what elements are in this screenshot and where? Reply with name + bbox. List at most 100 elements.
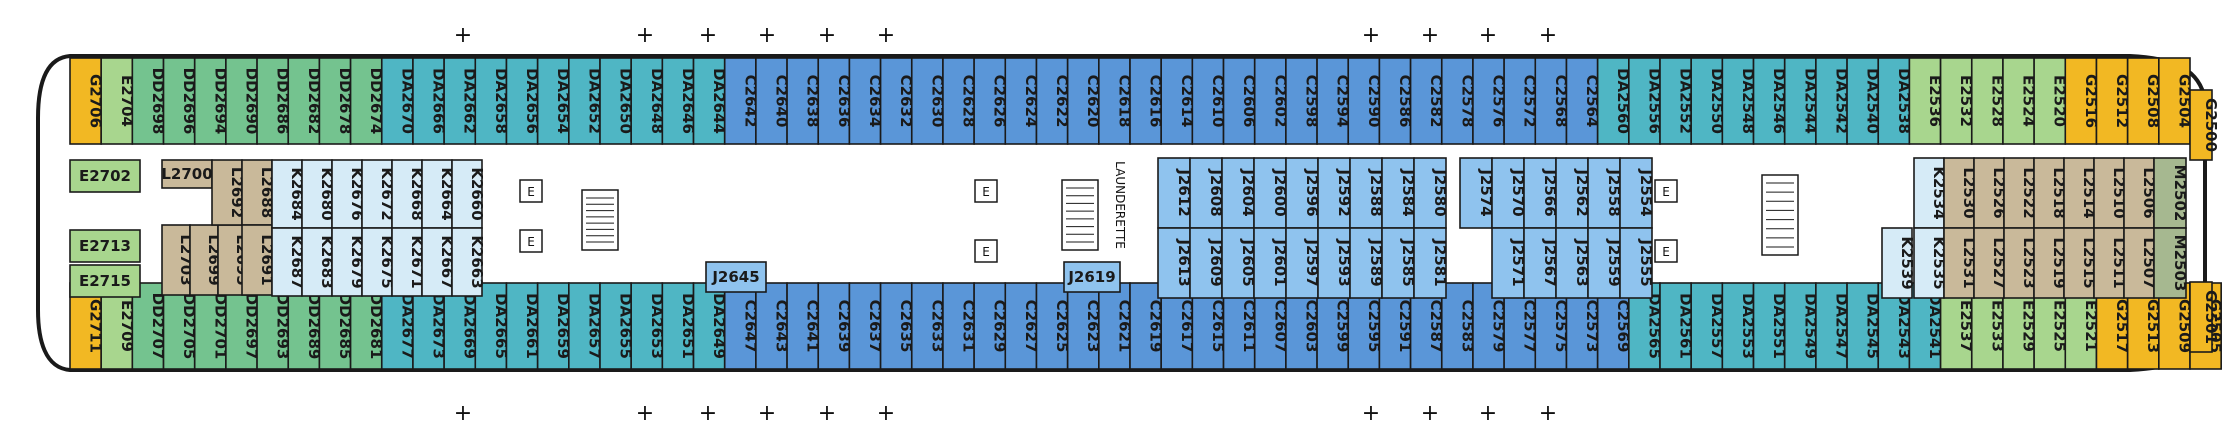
cabin-da2669[interactable]: DA2669	[443, 282, 479, 370]
cabin-c2625[interactable]: C2625	[1035, 282, 1071, 370]
cabin-c2569[interactable]: C2569	[1596, 282, 1633, 370]
cabin-l2700[interactable]: L2700	[161, 159, 213, 189]
cabin-j2592[interactable]: J2592	[1317, 157, 1353, 229]
cabin-dd2690[interactable]: DD2690	[225, 57, 261, 145]
cabin-j2555[interactable]: J2555	[1619, 227, 1655, 299]
cabin-e2529[interactable]: E2529	[2002, 282, 2038, 370]
cabin-c2636[interactable]: C2636	[817, 57, 853, 145]
cabin-k2680[interactable]: K2680	[301, 159, 336, 229]
cabin-e2713[interactable]: E2713	[69, 229, 141, 263]
cabin-e2536[interactable]: E2536	[1908, 57, 1944, 145]
cabin-dd2689[interactable]: DD2689	[287, 282, 323, 370]
cabin-da2557[interactable]: DA2557	[1690, 282, 1726, 370]
cabin-da2648[interactable]: DA2648	[630, 57, 666, 145]
cabin-c2572[interactable]: C2572	[1503, 57, 1539, 145]
cabin-e2704[interactable]: E2704	[100, 57, 136, 145]
cabin-l2531[interactable]: L2531	[1943, 227, 1978, 299]
cabin-k2672[interactable]: K2672	[361, 159, 396, 229]
cabin-l2526[interactable]: L2526	[1973, 157, 2008, 229]
cabin-e2520[interactable]: E2520	[2033, 57, 2069, 145]
cabin-da2670[interactable]: DA2670	[380, 57, 417, 145]
cabin-j2645[interactable]: J2645	[705, 261, 767, 293]
cabin-c2610[interactable]: C2610	[1191, 57, 1227, 145]
cabin-k2676[interactable]: K2676	[331, 159, 366, 229]
cabin-dd2697[interactable]: DD2697	[225, 282, 261, 370]
cabin-da2565[interactable]: DA2565	[1628, 282, 1664, 370]
cabin-j2559[interactable]: J2559	[1587, 227, 1623, 299]
cabin-c2614[interactable]: C2614	[1160, 57, 1196, 145]
cabin-c2640[interactable]: C2640	[755, 57, 791, 145]
cabin-c2638[interactable]: C2638	[786, 57, 822, 145]
cabin-g2512[interactable]: G2512	[2095, 57, 2131, 145]
cabin-j2604[interactable]: J2604	[1221, 157, 1257, 229]
cabin-c2628[interactable]: C2628	[942, 57, 978, 145]
cabin-e2532[interactable]: E2532	[1939, 57, 1976, 145]
cabin-l2510[interactable]: L2510	[2093, 157, 2128, 229]
cabin-c2639[interactable]: C2639	[817, 282, 853, 370]
cabin-j2600[interactable]: J2600	[1253, 157, 1289, 229]
cabin-da2661[interactable]: DA2661	[505, 282, 541, 370]
cabin-da2551[interactable]: DA2551	[1752, 282, 1789, 370]
cabin-j2608[interactable]: J2608	[1189, 157, 1225, 229]
cabin-k2663[interactable]: K2663	[451, 227, 486, 297]
cabin-c2578[interactable]: C2578	[1440, 57, 1477, 145]
cabin-e2524[interactable]: E2524	[2002, 57, 2038, 145]
cabin-j2597[interactable]: J2597	[1285, 227, 1321, 299]
cabin-k2539[interactable]: K2539	[1881, 227, 1916, 299]
cabin-j2581[interactable]: J2581	[1413, 227, 1449, 299]
cabin-c2606[interactable]: C2606	[1222, 57, 1259, 145]
cabin-c2583[interactable]: C2583	[1440, 282, 1477, 370]
cabin-l2522[interactable]: L2522	[2003, 157, 2038, 229]
cabin-dd2685[interactable]: DD2685	[318, 282, 354, 370]
cabin-dd2696[interactable]: DD2696	[162, 57, 199, 145]
cabin-l2518[interactable]: L2518	[2033, 157, 2068, 229]
cabin-g2516[interactable]: G2516	[2064, 57, 2100, 145]
cabin-l2523[interactable]: L2523	[2003, 227, 2038, 299]
cabin-l2527[interactable]: L2527	[1973, 227, 2008, 299]
cabin-j2593[interactable]: J2593	[1317, 227, 1353, 299]
cabin-j2558[interactable]: J2558	[1587, 157, 1623, 229]
cabin-da2649[interactable]: DA2649	[692, 282, 729, 370]
cabin-c2633[interactable]: C2633	[910, 282, 947, 370]
cabin-da2548[interactable]: DA2548	[1721, 57, 1757, 145]
cabin-j2596[interactable]: J2596	[1285, 157, 1321, 229]
cabin-c2598[interactable]: C2598	[1285, 57, 1321, 145]
cabin-c2602[interactable]: C2602	[1253, 57, 1290, 145]
cabin-l2691[interactable]: L2691	[241, 224, 276, 296]
cabin-j2601[interactable]: J2601	[1253, 227, 1289, 299]
cabin-k2534[interactable]: K2534	[1913, 157, 1948, 229]
cabin-c2564[interactable]: C2564	[1565, 57, 1601, 145]
cabin-l2506[interactable]: L2506	[2123, 157, 2158, 229]
cabin-g2706[interactable]: G2706	[69, 57, 105, 145]
cabin-c2634[interactable]: C2634	[848, 57, 884, 145]
cabin-c2635[interactable]: C2635	[879, 282, 916, 370]
cabin-dd2694[interactable]: DD2694	[193, 57, 230, 145]
cabin-da2538[interactable]: DA2538	[1877, 57, 1913, 145]
cabin-j2589[interactable]: J2589	[1349, 227, 1385, 299]
cabin-c2576[interactable]: C2576	[1472, 57, 1508, 145]
cabin-c2642[interactable]: C2642	[723, 57, 760, 145]
cabin-da2673[interactable]: DA2673	[412, 282, 448, 370]
cabin-e2528[interactable]: E2528	[1970, 57, 2007, 145]
cabin-j2613[interactable]: J2613	[1157, 227, 1193, 299]
cabin-j2609[interactable]: J2609	[1189, 227, 1225, 299]
cabin-l2692[interactable]: L2692	[211, 159, 246, 226]
cabin-j2571[interactable]: J2571	[1491, 227, 1527, 299]
cabin-da2546[interactable]: DA2546	[1752, 57, 1789, 145]
cabin-c2582[interactable]: C2582	[1409, 57, 1446, 145]
cabin-c2630[interactable]: C2630	[910, 57, 947, 145]
cabin-c2643[interactable]: C2643	[755, 282, 791, 370]
cabin-c2623[interactable]: C2623	[1066, 282, 1103, 370]
cabin-da2549[interactable]: DA2549	[1783, 282, 1820, 370]
cabin-m2503[interactable]: M2503	[2153, 227, 2189, 299]
cabin-k2660[interactable]: K2660	[451, 159, 486, 229]
cabin-g2508[interactable]: G2508	[2126, 57, 2163, 145]
cabin-da2666[interactable]: DA2666	[412, 57, 448, 145]
cabin-l2507[interactable]: L2507	[2123, 227, 2158, 299]
cabin-m2502[interactable]: M2502	[2153, 157, 2189, 229]
cabin-dd2705[interactable]: DD2705	[162, 282, 199, 370]
cabin-da2651[interactable]: DA2651	[661, 282, 697, 370]
cabin-c2590[interactable]: C2590	[1347, 57, 1383, 145]
cabin-l2514[interactable]: L2514	[2063, 157, 2098, 229]
cabin-j2612[interactable]: J2612	[1157, 157, 1193, 229]
